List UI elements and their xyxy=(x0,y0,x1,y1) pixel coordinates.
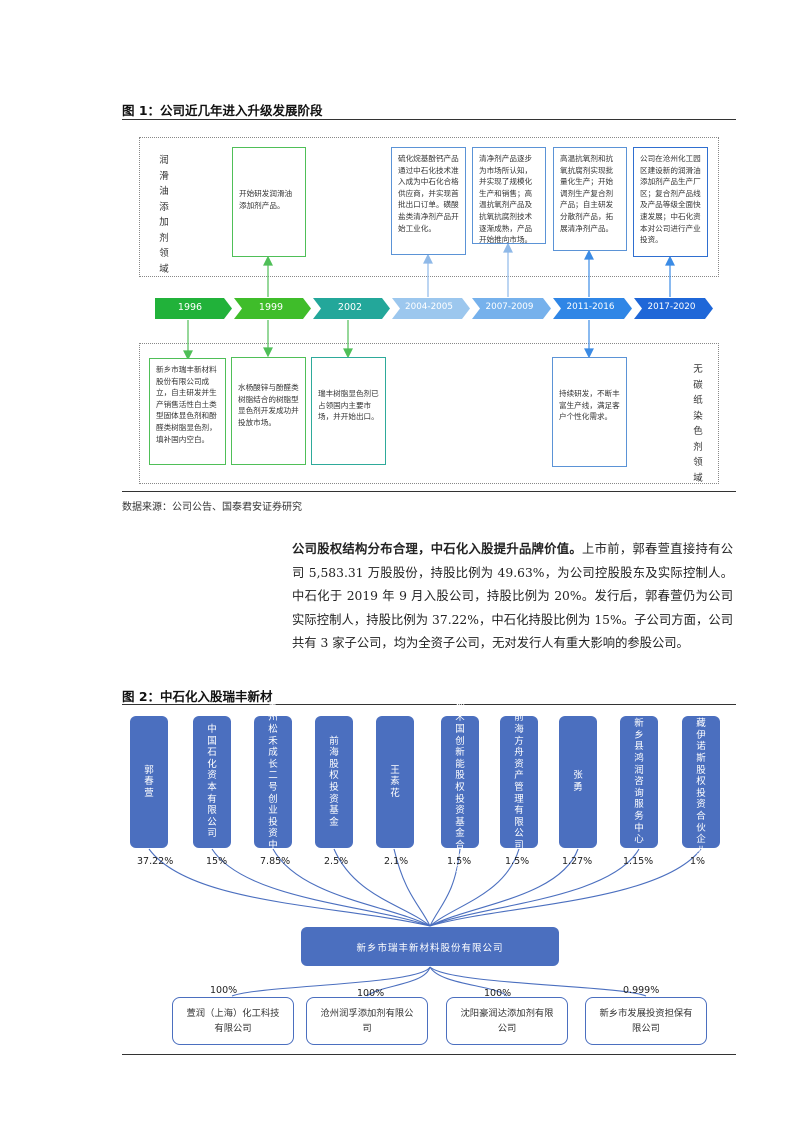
shareholder-name: 郭春萱 xyxy=(144,764,154,799)
shareholder-name: 王素花 xyxy=(390,764,400,799)
year-label-2007-2009: 2007-2009 xyxy=(485,302,534,312)
data-source-note: 数据来源：公司公告、国泰君安证券研究 xyxy=(122,502,302,513)
body-paragraph: 公司股权结构分布合理，中石化入股提升品牌价值。上市前，郭春萱直接持有公司 5,5… xyxy=(292,538,733,656)
shareholder-name: 前海方舟资产管理有限公司 xyxy=(514,712,524,851)
year-label-2002: 2002 xyxy=(337,302,363,313)
figure-2-top-rule xyxy=(122,704,736,705)
shareholding-pct: 2.1% xyxy=(384,856,409,867)
event-box-2011-lower: 持续研发，不断丰富生产线，满足客户个性化需求。 xyxy=(552,357,627,467)
shareholder-box: 中国石化资本有限公司 xyxy=(193,716,231,848)
year-label-1999: 1999 xyxy=(258,302,284,313)
shareholding-pct: 1% xyxy=(690,856,706,867)
shareholder-name: 西藏伊诺斯股权投资合伙企业 xyxy=(696,706,706,857)
shareholding-pct: 1.5% xyxy=(505,856,530,867)
timeline-1996 xyxy=(155,298,232,319)
figure-2-title: 图 2：中石化入股瑞丰新材 xyxy=(122,689,273,704)
event-box-2011-upper: 高温抗氧剂和抗氧抗腐剂实现批量化生产；开始调剂生产复合剂产品；自主研发分散剂产品… xyxy=(553,147,627,251)
timeline-2011 xyxy=(553,298,632,319)
figure-1-top-rule xyxy=(122,119,736,120)
shareholder-box: 苏州松禾成长二号创业投资中心 xyxy=(254,701,292,863)
shareholder-box: 西藏伊诺斯股权投资合伙企业 xyxy=(682,707,720,857)
event-box-2007-upper: 清净剂产品逐步为市场所认知，并实现了规模化生产和销售；高温抗氧剂产品及抗氧抗腐剂… xyxy=(472,147,546,244)
upper-domain-label: 润滑油添加剂领域 xyxy=(159,155,169,275)
shareholding-pct: 1.5% xyxy=(447,856,472,867)
shareholder-box: 郭春萱 xyxy=(130,716,168,848)
timeline-1999 xyxy=(234,298,311,319)
year-label-1996: 1996 xyxy=(177,302,203,313)
subsidiary-pct: 0.999% xyxy=(623,985,660,996)
paragraph-body: 上市前，郭春萱直接持有公司 5,583.31 万股股份，持股比例为 49.63%… xyxy=(292,542,733,650)
timeline-2004 xyxy=(392,298,470,319)
event-box-2002-lower: 瑞丰树脂显色剂已占领国内主要市场，并开始出口。 xyxy=(311,357,386,465)
event-box-2017-upper: 公司在沧州化工园区建设新的润滑油添加剂产品生产厂区；复合剂产品线及产品等级全面快… xyxy=(633,147,708,257)
figure-1-bottom-rule xyxy=(122,491,736,492)
event-box-2004-upper: 硫化烷基酚钙产品通过中石化技术准入成为中石化合格供应商，并实现首批出口订单。磺酸… xyxy=(391,147,466,255)
shareholding-pct: 1.27% xyxy=(562,856,593,867)
shareholding-pct: 1.15% xyxy=(623,856,654,867)
timeline-2002 xyxy=(313,298,390,319)
subsidiary-box: 萱润（上海）化工科技有限公司 xyxy=(172,997,294,1045)
timeline-2017 xyxy=(634,298,713,319)
subsidiary-box: 沧州润孚添加剂有限公司 xyxy=(306,997,428,1045)
paragraph-lead: 公司股权结构分布合理，中石化入股提升品牌价值。 xyxy=(292,542,582,556)
upper-domain-box xyxy=(139,137,719,277)
subsidiary-box: 沈阳豪润达添加剂有限公司 xyxy=(446,997,568,1045)
shareholding-pct: 37.22% xyxy=(137,856,174,867)
lower-domain-box xyxy=(139,343,719,484)
shareholder-box: 张勇 xyxy=(559,716,597,848)
shareholder-box: 王素花 xyxy=(376,716,414,848)
year-label-2011-2016: 2011-2016 xyxy=(566,302,615,312)
subsidiary-pct: 100% xyxy=(357,988,385,999)
year-label-2017-2020: 2017-2020 xyxy=(647,302,696,312)
subsidiary-pct: 100% xyxy=(484,988,512,999)
figure-2-bottom-rule xyxy=(122,1054,736,1055)
subsidiary-pct: 100% xyxy=(210,985,238,996)
shareholder-name: 中国石化资本有限公司 xyxy=(207,724,217,840)
shareholder-name: 前海股权投资基金 xyxy=(329,735,339,828)
shareholding-pct: 2.5% xyxy=(324,856,349,867)
lower-domain-label: 无碳纸染色剂领域 xyxy=(693,364,703,484)
shareholder-name: 深圳松禾国创新能股权投资基金合伙企业 xyxy=(455,677,465,886)
shareholder-box: 新乡县鸿润咨询服务中心 xyxy=(620,716,658,848)
subsidiary-box: 新乡市发展投资担保有限公司 xyxy=(585,997,707,1045)
shareholder-name: 新乡县鸿润咨询服务中心 xyxy=(634,718,644,846)
shareholder-box: 前海股权投资基金 xyxy=(315,716,353,848)
shareholder-name: 张勇 xyxy=(573,770,583,793)
shareholder-name: 苏州松禾成长二号创业投资中心 xyxy=(268,700,278,863)
year-label-2004-2005: 2004-2005 xyxy=(405,302,453,312)
figure-1-title: 图 1：公司近几年进入升级发展阶段 xyxy=(122,103,323,118)
event-box-1999-upper: 开始研发润滑油添加剂产品。 xyxy=(232,147,306,257)
company-box: 新乡市瑞丰新材料股份有限公司 xyxy=(301,927,559,966)
shareholder-box: 深圳松禾国创新能股权投资基金合伙企业 xyxy=(441,678,479,886)
event-box-1999-lower: 水杨酸锌与酚醛类树脂结合的树脂型显色剂开发成功并投放市场。 xyxy=(231,357,306,465)
shareholding-pct: 15% xyxy=(206,856,228,867)
timeline-2007 xyxy=(472,298,551,319)
event-box-1996-lower: 新乡市瑞丰新材料股份有限公司成立，自主研发并生产销售活性白土类型固体显色剂和酚醛… xyxy=(149,358,226,465)
shareholding-pct: 7.85% xyxy=(260,856,291,867)
shareholder-box: 前海方舟资产管理有限公司 xyxy=(500,712,538,851)
